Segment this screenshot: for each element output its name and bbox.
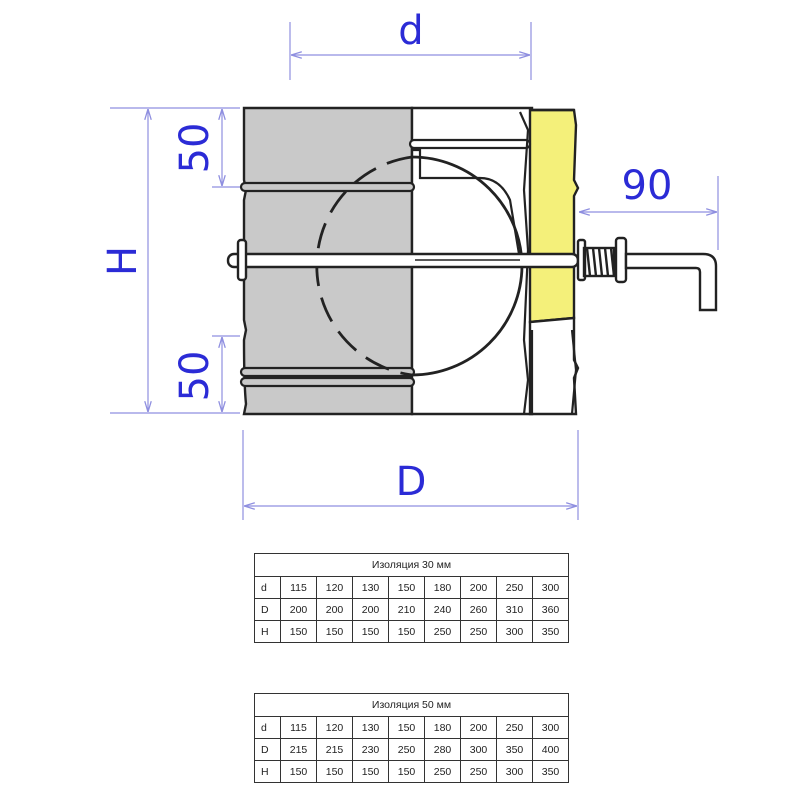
outer-wall-lower <box>528 316 580 416</box>
table-row: H 150 150 150 150 250 250 300 350 <box>254 620 569 643</box>
table-row: H 150 150 150 150 250 250 300 350 <box>254 760 569 783</box>
damper-drawing: d D H 50 50 90 <box>100 8 719 520</box>
spec-table-insulation-30: Изоляция 30 мм d 115 120 130 150 180 200… <box>254 553 569 643</box>
insulation-layer <box>528 108 580 324</box>
table-row: D 200 200 200 210 240 260 310 360 <box>254 598 569 621</box>
dimension-lines <box>110 22 719 520</box>
table-row: d 115 120 130 150 180 200 250 300 <box>254 576 569 599</box>
inner-collar <box>412 111 578 415</box>
table-title: Изоляция 50 мм <box>254 693 569 717</box>
table-row: d 115 120 130 150 180 200 250 300 <box>254 716 569 739</box>
dim-top-50-label: 50 <box>172 123 218 174</box>
dim-D-label: D <box>396 459 427 505</box>
pipe-beads <box>239 138 532 388</box>
table-title: Изоляция 30 мм <box>254 553 569 577</box>
spec-table-insulation-50: Изоляция 50 мм d 115 120 130 150 180 200… <box>254 693 569 783</box>
dim-H-label: H <box>100 246 146 276</box>
dim-d-label: d <box>398 8 423 54</box>
table-row: D 215 215 230 250 280 300 350 400 <box>254 738 569 761</box>
dim-90-label: 90 <box>622 163 673 209</box>
spring-icon <box>576 236 628 284</box>
handle-lever <box>624 252 718 312</box>
dim-bottom-50-label: 50 <box>172 351 218 402</box>
damper-handle <box>576 236 718 312</box>
